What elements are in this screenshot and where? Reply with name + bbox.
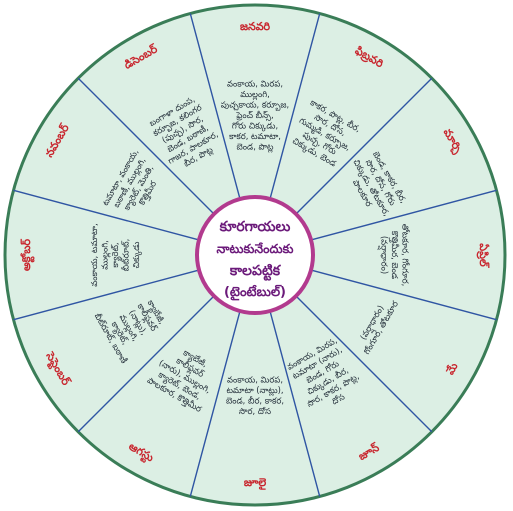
center-title-line-1: కూరగాయలు xyxy=(219,219,291,235)
month-sector: జూలై వంకాయ, మిరప,టమాటా (నాట్లు),బెండ, బీర… xyxy=(226,374,284,490)
sector-divider xyxy=(13,269,200,321)
sector-divider xyxy=(310,189,497,241)
sector-divider xyxy=(189,13,241,200)
month-name: ఏప్రిల్ xyxy=(476,243,490,269)
sector-divider xyxy=(77,295,215,433)
sector-divider xyxy=(310,269,497,321)
vegetable-list: వంకాయ, మిరప,ముల్లంగి,పుచ్చకాయ, కర్బూజ,ఫ్… xyxy=(221,79,289,154)
month-sector: అక్టోబర్ వంకాయ, టమాటా,ముల్లంగి,క్యారెట్,బ… xyxy=(20,223,142,286)
month-sector: జనవరి వంకాయ, మిరప,ముల్లంగి,పుచ్చకాయ, కర్బ… xyxy=(221,20,289,154)
month-name: అక్టోబర్ xyxy=(20,238,35,271)
center-title-line-2: నాటుకునేందుకు xyxy=(217,241,295,256)
center-title-line-3: కాలపట్టిక xyxy=(229,263,282,281)
vegetable-list: తోటకూర, గోంగూర,కొత్తిమీర, బెండ(వర్షాధారం… xyxy=(378,224,411,286)
sector-divider xyxy=(77,77,215,215)
sector-divider xyxy=(189,310,241,497)
month-name: జనవరి xyxy=(240,20,271,33)
sector-divider xyxy=(269,310,321,497)
center-title-line-4: (టైంటేబుల్) xyxy=(224,284,286,301)
vegetable-list: వంకాయ, టమాటా,ముల్లంగి,క్యారెట్,బీట్‌రూట్… xyxy=(89,223,142,286)
vegetable-list: వంకాయ, మిరప,టమాటా (నాట్లు),బెండ, బీర, కా… xyxy=(226,374,284,416)
month-name: జూలై xyxy=(244,476,266,490)
month-dividers xyxy=(13,13,497,497)
sector-divider xyxy=(295,295,433,433)
sector-divider xyxy=(295,77,433,215)
sector-divider xyxy=(13,189,200,241)
center-circle xyxy=(195,195,315,315)
sector-divider xyxy=(269,13,321,200)
month-sector: ఏప్రిల్ తోటకూర, గోంగూర,కొత్తిమీర, బెండ(వర… xyxy=(378,224,491,286)
